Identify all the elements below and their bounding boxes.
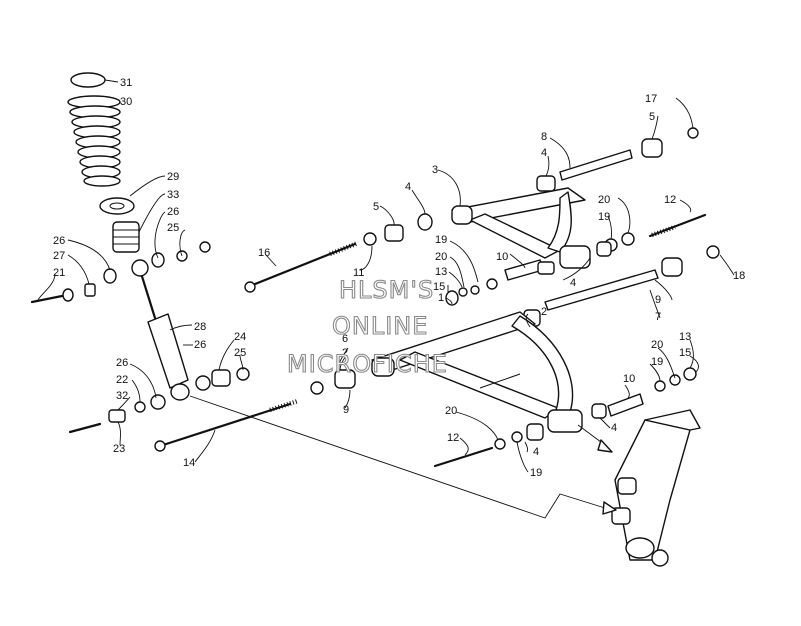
callout: 2 [541,306,547,318]
callout: 19 [651,356,663,368]
callout: 33 [167,189,179,201]
callout: 26 [167,206,179,218]
callout: 11 [353,267,364,279]
callout: 15 [433,281,445,293]
watermark-line-3: MICROFICHE [287,350,448,378]
callout: 26 [53,235,65,247]
callout: 22 [116,374,128,386]
callout: 13 [435,266,447,278]
lower-a-arm [371,311,583,433]
callout: 5 [649,111,655,123]
callout: 19 [530,467,542,479]
callout: 8 [541,131,547,143]
assembly-arrows [189,395,617,519]
callout: 5 [373,201,379,213]
shock-upper-eye [131,259,149,277]
callout: 18 [733,270,745,282]
callout: 10 [623,373,635,385]
lower-shaft [523,245,720,327]
watermark: HLSM'S ONLINE MICROFICHE [286,275,448,378]
callout: 32 [116,390,128,402]
callout: 10 [496,251,508,263]
upper-bushing-stack [445,259,555,306]
callout: 20 [435,251,447,263]
callout: 16 [258,247,270,259]
callout: 19 [435,234,447,246]
callout: 20 [651,339,663,351]
adjuster-collar [112,221,140,253]
callout: 25 [167,222,179,234]
lower-pivot-bolt [154,398,299,452]
callout: 17 [645,93,657,105]
spring-retainer [99,197,135,215]
callout: 15 [679,347,691,359]
shock-body [147,313,189,389]
upper-a-arm [451,187,591,269]
callout: 2 [342,347,348,359]
spindle-knuckle [611,409,701,567]
callout: 1 [438,292,444,304]
callout: 28 [194,321,206,333]
lower-arm-hardware [310,367,697,468]
shock-absorber-assembly [30,72,250,434]
callout: 9 [655,294,661,306]
callout: 20 [445,405,457,417]
callout: 29 [167,171,179,183]
callout: 3 [432,164,438,176]
callout: 31 [120,77,132,89]
spring-cap [70,72,106,88]
callout: 4 [541,147,547,159]
shock-rod [138,268,157,320]
callout: 4 [570,277,576,289]
callout: 25 [234,347,246,359]
callout: 27 [53,250,65,262]
callout: 4 [405,181,411,193]
coil-spring [67,95,121,187]
callout: 23 [113,443,125,455]
upper-arm-bolt [596,213,707,257]
callout: 9 [343,404,349,416]
callout: 14 [183,457,195,469]
callout: 4 [611,422,617,434]
callout-labels: 31 30 29 33 26 25 26 27 21 28 26 24 25 2… [37,77,745,479]
watermark-line-1: HLSM'S [339,276,434,304]
callout: 26 [116,357,128,369]
callout: 20 [598,194,610,206]
callout: 12 [447,432,459,444]
callout: 24 [234,331,246,343]
callout: 21 [53,267,65,279]
shock-lower-eye [170,383,190,401]
callout: 7 [655,311,661,323]
callout: 19 [598,211,610,223]
callout: 26 [194,339,206,351]
callout: 30 [120,96,132,108]
callout: 13 [679,331,691,343]
upper-pivot-bolt [244,213,433,293]
callout: 6 [342,333,348,345]
upper-shaft [536,127,699,192]
watermark-line-2: ONLINE [332,312,428,340]
callout: 4 [533,446,539,458]
callout: 12 [664,194,676,206]
